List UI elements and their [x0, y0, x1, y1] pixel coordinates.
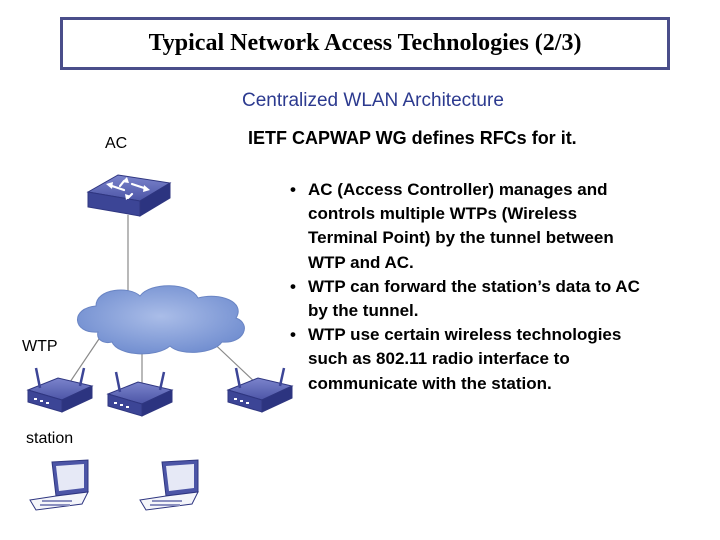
- bullet-list: • AC (Access Controller) manages and con…: [287, 178, 712, 396]
- bullet-line: WTP and AC.: [308, 252, 414, 272]
- wireless-access-point-icon: [226, 367, 294, 413]
- ac-label: AC: [105, 135, 128, 152]
- slide-subtitle: Centralized WLAN Architecture: [242, 90, 504, 111]
- switch-icon: [86, 174, 172, 217]
- bullet-item: • AC (Access Controller) manages and con…: [287, 178, 712, 275]
- bullet-line: WTP can forward the station’s data to AC: [308, 276, 640, 296]
- bullet-line: by the tunnel.: [308, 301, 419, 321]
- bullet-item: • WTP can forward the station’s data to …: [287, 275, 712, 323]
- bullet-line: communicate with the station.: [308, 373, 552, 393]
- capwap-heading: IETF CAPWAP WG defines RFCs for it.: [248, 128, 577, 148]
- bullet-line: AC (Access Controller) manages and: [308, 180, 608, 199]
- laptop-icon: [29, 459, 89, 511]
- wtp-label: WTP: [22, 338, 58, 355]
- bullet-marker: •: [290, 276, 296, 296]
- bullet-line: controls multiple WTPs (Wireless: [308, 204, 578, 224]
- wireless-access-point-icon: [26, 367, 94, 413]
- bullet-marker: •: [290, 180, 296, 199]
- laptop-icon: [139, 459, 199, 511]
- bullet-line: such as 802.11 radio interface to: [308, 349, 570, 369]
- bullet-line: WTP use certain wireless technologies: [308, 325, 622, 345]
- bullet-marker: •: [290, 325, 296, 345]
- network-cloud-icon: [77, 285, 245, 355]
- bullet-item: • WTP use certain wireless technologies …: [287, 323, 712, 396]
- title-box: Typical Network Access Technologies (2/3…: [60, 17, 670, 70]
- station-label: station: [26, 430, 74, 447]
- wireless-access-point-icon: [106, 371, 174, 417]
- bullet-line: Terminal Point) by the tunnel between: [308, 228, 614, 248]
- slide-title: Typical Network Access Technologies (2/3…: [148, 30, 582, 56]
